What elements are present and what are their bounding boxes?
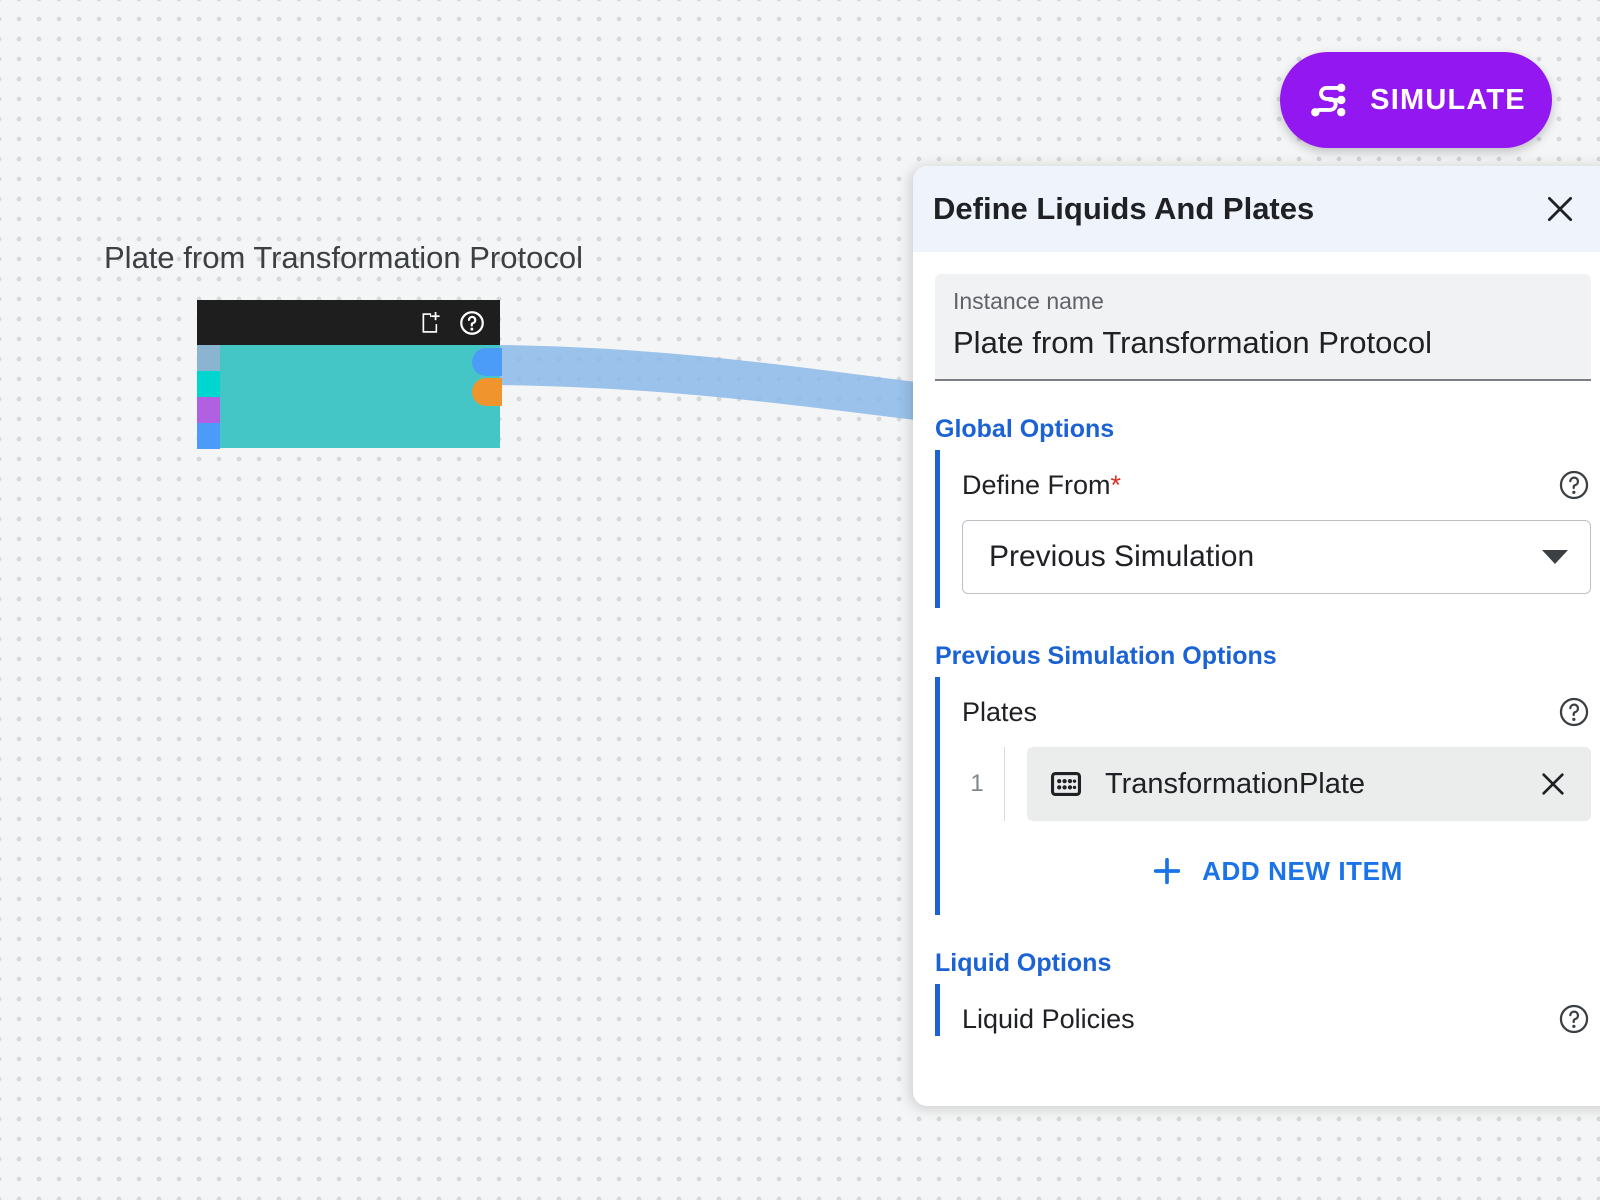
- define-from-row: Define From*: [962, 468, 1591, 502]
- define-from-label-text: Define From: [962, 469, 1111, 500]
- section-title-previous-simulation-options: Previous Simulation Options: [935, 642, 1277, 670]
- define-from-selected-value: Previous Simulation: [989, 540, 1255, 573]
- panel-header: Define Liquids And Plates: [913, 166, 1600, 252]
- remove-plate-button[interactable]: [1537, 768, 1569, 800]
- section-previous-simulation-options: Previous Simulation Options Plates 1: [935, 642, 1591, 915]
- instance-name-field[interactable]: Instance name Plate from Transformation …: [935, 274, 1591, 381]
- port-out-1[interactable]: [472, 348, 502, 376]
- panel-title: Define Liquids And Plates: [933, 191, 1315, 226]
- node-body: [197, 345, 502, 449]
- instance-name-input[interactable]: Plate from Transformation Protocol: [953, 325, 1432, 360]
- add-new-item-label: ADD NEW ITEM: [1202, 855, 1403, 886]
- plates-row: Plates: [962, 695, 1591, 729]
- panel-body: Instance name Plate from Transformation …: [913, 252, 1600, 1106]
- add-new-item-button[interactable]: ADD NEW ITEM: [962, 841, 1591, 901]
- port-out-2[interactable]: [472, 378, 502, 406]
- plate-list-item: 1: [962, 747, 1591, 821]
- port-in-3[interactable]: [197, 397, 220, 423]
- plate-chip-name: TransformationPlate: [1105, 767, 1366, 800]
- plate-node[interactable]: [197, 300, 502, 449]
- chevron-down-icon: [1542, 550, 1568, 564]
- define-from-label: Define From*: [962, 470, 1121, 501]
- liquid-policies-row: Liquid Policies: [962, 1002, 1591, 1036]
- close-panel-button[interactable]: [1537, 186, 1583, 232]
- instance-name-label: Instance name: [953, 288, 1104, 314]
- help-circle-icon[interactable]: [458, 309, 486, 337]
- liquid-policies-label: Liquid Policies: [962, 1003, 1135, 1034]
- section-title-global-options: Global Options: [935, 415, 1115, 443]
- help-circle-icon[interactable]: [1557, 468, 1591, 502]
- simulate-button[interactable]: SIMULATE: [1280, 52, 1552, 148]
- define-liquids-and-plates-panel: Define Liquids And Plates Instance name …: [913, 166, 1600, 1106]
- section-liquid-options: Liquid Options Liquid Policies: [935, 949, 1591, 1036]
- close-icon: [1547, 196, 1573, 222]
- close-icon: [1542, 773, 1564, 795]
- section-global-options: Global Options Define From* P: [935, 415, 1591, 608]
- plate-grid-icon: [1049, 767, 1083, 801]
- help-circle-icon[interactable]: [1557, 1002, 1591, 1036]
- port-in-1[interactable]: [197, 345, 220, 371]
- plate-chip[interactable]: TransformationPlate: [1027, 747, 1591, 821]
- plate-list-index: 1: [970, 770, 984, 797]
- simulate-button-label: SIMULATE: [1370, 83, 1526, 116]
- help-circle-icon[interactable]: [1557, 695, 1591, 729]
- note-add-icon[interactable]: [416, 309, 444, 337]
- simulate-nodes-icon: [1306, 78, 1350, 122]
- plus-icon: [1150, 854, 1184, 888]
- port-in-2[interactable]: [197, 371, 220, 397]
- define-from-select[interactable]: Previous Simulation: [962, 520, 1591, 594]
- section-title-liquid-options: Liquid Options: [935, 949, 1112, 977]
- node-title: Plate from Transformation Protocol: [104, 240, 583, 275]
- required-marker: *: [1110, 469, 1122, 500]
- node-header: [197, 300, 500, 345]
- port-in-4[interactable]: [197, 423, 220, 449]
- list-divider: [1004, 747, 1005, 821]
- plates-label: Plates: [962, 696, 1038, 727]
